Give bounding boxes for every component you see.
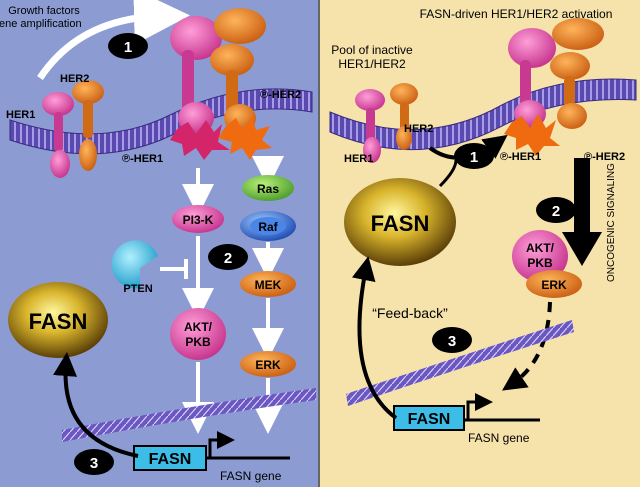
right-erk xyxy=(526,270,582,298)
svg-text:Ras: Ras xyxy=(257,182,279,196)
right-dna xyxy=(346,320,574,406)
svg-text:PTEN: PTEN xyxy=(123,283,152,295)
left-p-her2-label: ℗-HER2 xyxy=(260,89,301,101)
right-her2-label: HER2 xyxy=(404,123,433,135)
svg-text:PKB: PKB xyxy=(185,335,211,349)
svg-text:1: 1 xyxy=(124,39,132,56)
left-step2-badge xyxy=(208,244,248,270)
svg-text:FASN: FASN xyxy=(29,309,88,334)
right-her1-label: HER1 xyxy=(344,153,373,165)
growth-arrow xyxy=(37,0,190,80)
left-pi3k xyxy=(172,205,224,233)
svg-text:FASN: FASN xyxy=(149,451,192,468)
left-gene-to-fasn-arrow xyxy=(53,352,139,458)
svg-text:ERK: ERK xyxy=(541,278,567,292)
right-p-her2-label: ℗-HER2 xyxy=(584,151,625,163)
svg-text:MEK: MEK xyxy=(255,278,282,292)
right-step3-badge xyxy=(432,327,472,353)
svg-text:Raf: Raf xyxy=(258,220,278,234)
svg-text:3: 3 xyxy=(448,333,456,350)
right-fasn-gene-box xyxy=(393,405,465,431)
right-pool-label1: Pool of inactive xyxy=(331,43,413,57)
right-feedback-label: “Feed-back” xyxy=(372,305,448,321)
svg-text:1: 1 xyxy=(470,149,478,166)
svg-text:FASN: FASN xyxy=(371,211,430,236)
left-her1-receptor xyxy=(42,92,74,178)
left-pten xyxy=(111,240,158,289)
left-erk xyxy=(240,351,296,377)
left-dna xyxy=(62,388,316,442)
left-gene-amp-label: Gene amplification xyxy=(0,18,82,30)
svg-text:3: 3 xyxy=(90,455,98,472)
svg-text:AKT/: AKT/ xyxy=(526,241,555,255)
left-her1-label: HER1 xyxy=(6,109,35,121)
svg-text:AKT/: AKT/ xyxy=(184,320,213,334)
right-fasn-to-receptor-arrow xyxy=(438,159,458,188)
right-oncogenic-arrow xyxy=(562,158,602,266)
left-p-her1-label: ℗-HER1 xyxy=(122,153,163,165)
svg-text:ERK: ERK xyxy=(255,358,281,372)
left-mek xyxy=(240,271,296,297)
svg-text:PI3-K: PI3-K xyxy=(183,213,214,227)
right-pool-label2: HER1/HER2 xyxy=(338,57,406,71)
svg-text:2: 2 xyxy=(224,250,232,267)
right-her2-receptor xyxy=(390,83,418,150)
left-active-her1 xyxy=(170,16,230,160)
right-oncogenic-label: ONCOGENIC SIGNALING xyxy=(606,163,617,282)
right-step1-badge xyxy=(454,143,494,169)
left-growth-label: Growth factors xyxy=(8,5,80,17)
right-fasn-gene-label: FASN gene xyxy=(468,431,530,445)
right-title: FASN-driven HER1/HER2 activation xyxy=(420,7,613,21)
right-step2-badge xyxy=(536,197,576,223)
right-her1-receptor xyxy=(355,89,385,163)
right-p-her1-label: ℗-HER1 xyxy=(500,151,541,163)
right-gene-to-fasn-arrow xyxy=(351,256,398,420)
right-akt xyxy=(512,230,568,282)
svg-text:PKB: PKB xyxy=(527,256,553,270)
left-her2-receptor xyxy=(72,80,104,171)
svg-text:2: 2 xyxy=(552,203,560,220)
left-step3-badge xyxy=(74,449,114,475)
right-active-her1 xyxy=(504,28,560,156)
right-active-her2 xyxy=(550,18,604,129)
left-active-her2 xyxy=(210,8,272,160)
svg-text:FASN: FASN xyxy=(408,411,451,428)
left-ras xyxy=(242,175,294,201)
left-fasn-protein xyxy=(8,282,108,358)
left-akt xyxy=(170,308,226,360)
right-fasn-protein xyxy=(344,178,456,266)
left-step1-badge xyxy=(108,33,148,59)
left-fasn-gene-label: FASN gene xyxy=(220,469,282,483)
left-her2-label: HER2 xyxy=(60,73,89,85)
left-fasn-gene-box xyxy=(133,445,207,471)
